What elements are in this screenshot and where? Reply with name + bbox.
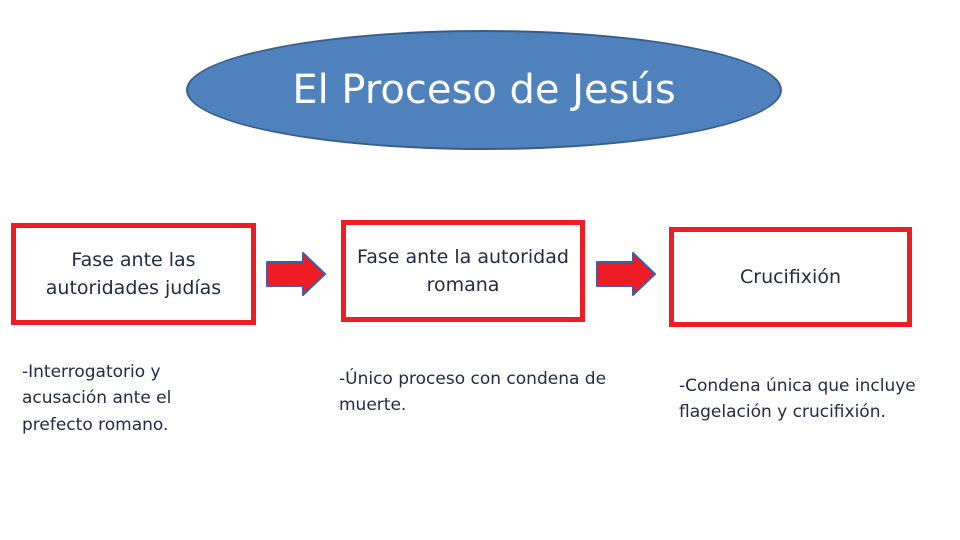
phase-box-crucifixion: Crucifixión [669,227,912,327]
phase-label: Fase ante la autoridad romana [357,245,569,297]
phase-box-jewish-authorities: Fase ante las autoridades judías [11,223,256,325]
title-ellipse: El Proceso de Jesús [186,30,782,150]
right-arrow-icon [266,252,326,296]
phase-note-crucifixion: -Condena única que incluye flagelación y… [679,376,916,423]
phase-box-roman-authority: Fase ante la autoridad romana [341,220,585,322]
page-title: El Proceso de Jesús [292,67,676,113]
phase-label: Crucifixión [739,265,841,288]
phase-note-jewish-authorities: -Interrogatorio y acusación ante el pref… [22,362,172,435]
phase-note-roman-authority: -Único proceso con condena de muerte. [339,369,607,416]
right-arrow-icon [596,252,656,296]
phase-label: Fase ante las autoridades judías [45,248,222,300]
